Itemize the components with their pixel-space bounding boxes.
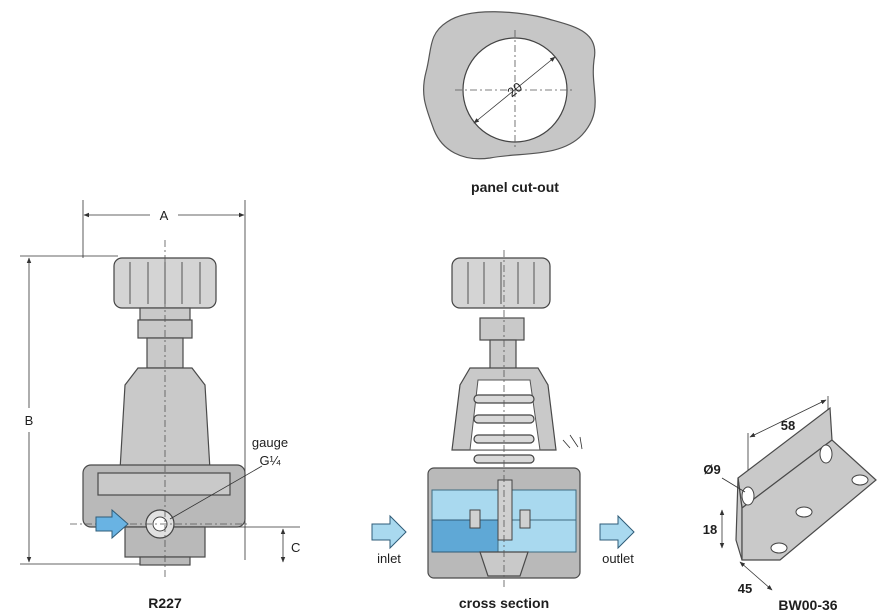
cross-section-figure: inlet outlet bbox=[371, 250, 635, 590]
bracket-height-label: 18 bbox=[703, 522, 717, 537]
dim-c-label: C bbox=[291, 540, 300, 555]
inlet-arrow bbox=[371, 514, 407, 550]
r227-inlet-arrow bbox=[95, 508, 129, 540]
bracket-hole-label: Ø9 bbox=[703, 462, 720, 477]
r227-figure: A B C gaug bbox=[20, 200, 300, 580]
bracket-figure: 58 Ø9 18 45 bbox=[703, 396, 877, 596]
panel-cutout-figure: 20 bbox=[422, 11, 596, 160]
caption-cross-section: cross section bbox=[459, 595, 549, 611]
gauge-thread-label: G¼ bbox=[260, 453, 281, 468]
bracket-width-label: 58 bbox=[781, 418, 795, 433]
dim-a-label: A bbox=[160, 208, 169, 223]
outlet-arrow bbox=[599, 514, 635, 550]
dim-b-label: B bbox=[25, 413, 34, 428]
caption-panel-cutout: panel cut-out bbox=[471, 179, 559, 195]
caption-bracket: BW00-36 bbox=[778, 597, 837, 613]
inlet-label: inlet bbox=[377, 551, 401, 566]
outlet-label: outlet bbox=[602, 551, 634, 566]
gauge-label: gauge bbox=[252, 435, 288, 450]
caption-r227: R227 bbox=[148, 595, 182, 611]
bracket-depth-label: 45 bbox=[738, 581, 752, 596]
